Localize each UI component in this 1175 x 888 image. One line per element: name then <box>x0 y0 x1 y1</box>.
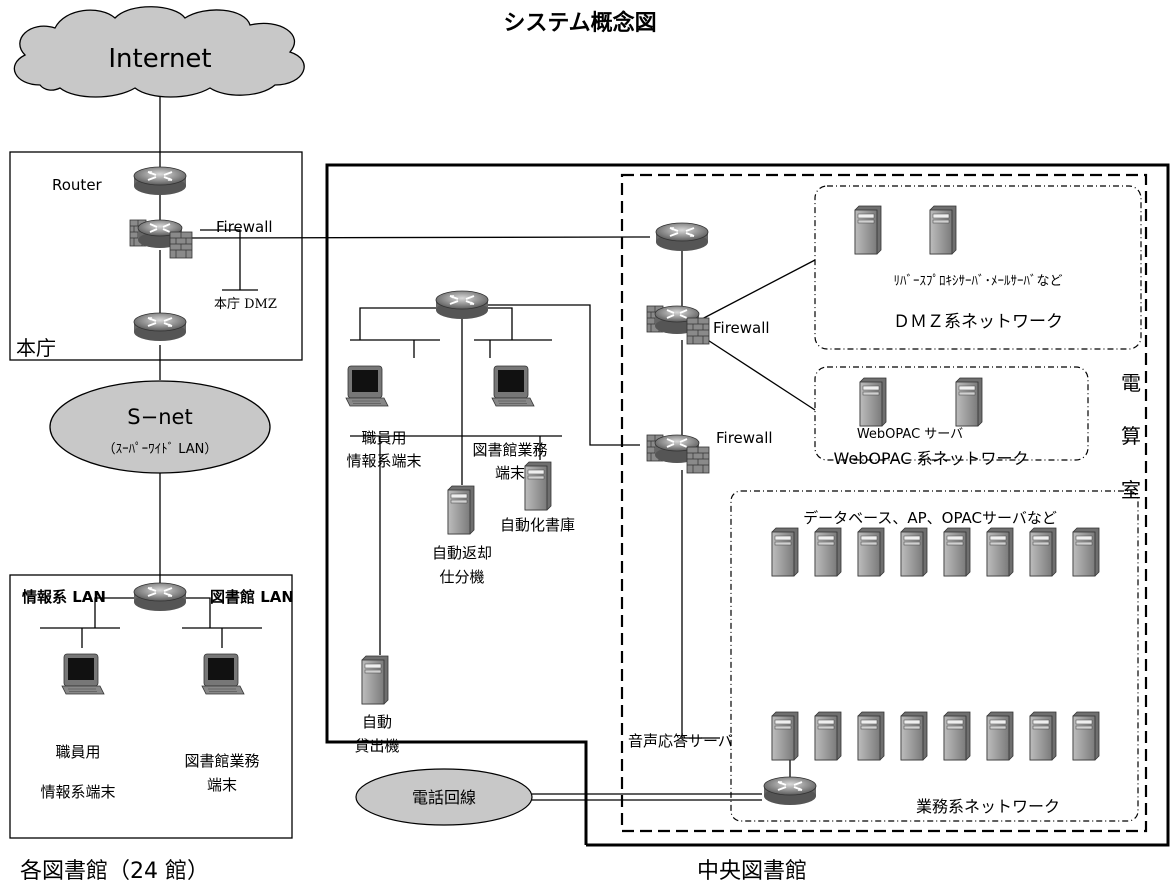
db-server-icon <box>771 527 799 577</box>
phone-line-ellipse <box>355 768 533 826</box>
webopac-server1-icon <box>859 377 887 427</box>
db-server-icon <box>986 527 1014 577</box>
branch-term1-line1: 職員用 <box>55 743 100 761</box>
auto-return-line2: 仕分機 <box>439 568 484 586</box>
auto-storage-label: 自動化書庫 <box>500 516 575 534</box>
connection-lines <box>40 95 816 778</box>
computer-room-char-3: 室 <box>1121 478 1141 502</box>
firewall1-icon <box>646 305 710 345</box>
voice-server-icon <box>771 711 799 761</box>
branch-term1-line2: 情報系端末 <box>40 783 115 801</box>
dmz-network-box <box>814 185 1142 350</box>
page-title: システム概念図 <box>503 10 656 36</box>
dmz-server1-icon <box>854 205 882 255</box>
webopac-network-box <box>814 366 1089 461</box>
branch-pc1-icon <box>61 653 105 695</box>
firewall2-icon <box>646 434 710 474</box>
auto-lend-line1: 自動 <box>362 713 392 731</box>
business-server-icon <box>900 711 928 761</box>
internet-cloud <box>13 6 305 98</box>
computer-room-box <box>620 173 1148 833</box>
lan-left-label: 情報系 LAN <box>22 588 106 606</box>
snet-sub-label: （ｽｰﾊﾟｰﾜｲﾄﾞ LAN） <box>103 442 218 457</box>
business-network-label: 業務系ネットワーク <box>916 797 1060 816</box>
honcho-router2-icon <box>133 312 187 342</box>
central-pc1-icon <box>345 365 389 407</box>
db-server-icon <box>1029 527 1057 577</box>
branch-term2-line1: 図書館業務 <box>184 752 259 770</box>
central-term2-line2: 端末 <box>495 464 525 482</box>
business-router-icon <box>763 776 817 806</box>
central-lan-router-icon <box>435 290 489 320</box>
computer-room-char-2: 算 <box>1121 424 1141 448</box>
dmz-servers-label: ﾘﾊﾞｰｽﾌﾟﾛｷｼｻｰﾊﾞ･ﾒｰﾙｻｰﾊﾞなど <box>893 274 1062 289</box>
central-term1-line1: 職員用 <box>361 429 406 447</box>
db-server-icon <box>943 527 971 577</box>
branch-pc2-icon <box>201 653 245 695</box>
internet-label: Internet <box>108 44 211 74</box>
business-server-icon <box>943 711 971 761</box>
snet-label: S−net <box>127 405 192 429</box>
dmz-server2-icon <box>929 205 957 255</box>
db-server-row <box>771 527 1100 577</box>
db-server-icon <box>857 527 885 577</box>
snet-ellipse <box>49 380 271 474</box>
auto-storage-server-icon <box>524 461 552 511</box>
webopac-server2-icon <box>955 377 983 427</box>
computer-room-char-1: 電 <box>1121 371 1141 395</box>
db-server-icon <box>814 527 842 577</box>
central-term2-line1: 図書館業務 <box>472 441 547 459</box>
db-server-icon <box>1072 527 1100 577</box>
webopac-network-label: WebOPAC 系ネットワーク <box>833 449 1028 468</box>
phone-line-cable <box>532 793 762 801</box>
auto-lend-line2: 貸出機 <box>354 737 399 755</box>
auto-lend-server-icon <box>361 655 389 705</box>
central-pc2-icon <box>491 365 535 407</box>
branch-term2-line2: 端末 <box>207 776 237 794</box>
central-caption: 中央図書館 <box>697 859 807 884</box>
business-server-icon <box>814 711 842 761</box>
auto-return-server-icon <box>447 485 475 535</box>
db-servers-label: データベース、AP、OPACサーバなど <box>803 509 1057 527</box>
firewall2-label: Firewall <box>716 429 773 447</box>
branch-caption: 各図書館（24 館） <box>20 859 209 884</box>
voice-server-label: 音声応答サーバ <box>628 732 733 750</box>
honcho-dmz-label: 本庁 DMZ <box>214 297 277 312</box>
branch-router-icon <box>133 582 187 612</box>
business-server-icon <box>1029 711 1057 761</box>
business-server-icon <box>1072 711 1100 761</box>
phone-line-label: 電話回線 <box>412 788 476 807</box>
honcho-router-icon <box>133 166 187 196</box>
business-server-icon <box>857 711 885 761</box>
business-server-row <box>771 711 1100 761</box>
honcho-label: 本庁 <box>16 336 56 360</box>
lan-right-label: 図書館 LAN <box>210 588 294 606</box>
honcho-firewall-label: Firewall <box>216 218 273 236</box>
central-term1-line2: 情報系端末 <box>346 452 421 470</box>
business-server-icon <box>986 711 1014 761</box>
router-label: Router <box>52 176 103 194</box>
db-server-icon <box>900 527 928 577</box>
auto-return-line1: 自動返却 <box>432 544 492 562</box>
dmz-network-label: ＤＭＺ系ネットワーク <box>893 312 1063 332</box>
branch-box <box>9 574 293 839</box>
webopac-server-label: WebOPAC サーバ <box>857 427 963 442</box>
honcho-firewall-icon <box>129 219 193 259</box>
honcho-box <box>9 151 303 361</box>
central-library-outline <box>325 163 1170 847</box>
firewall1-label: Firewall <box>713 319 770 337</box>
computer-room-router-icon <box>655 222 709 252</box>
